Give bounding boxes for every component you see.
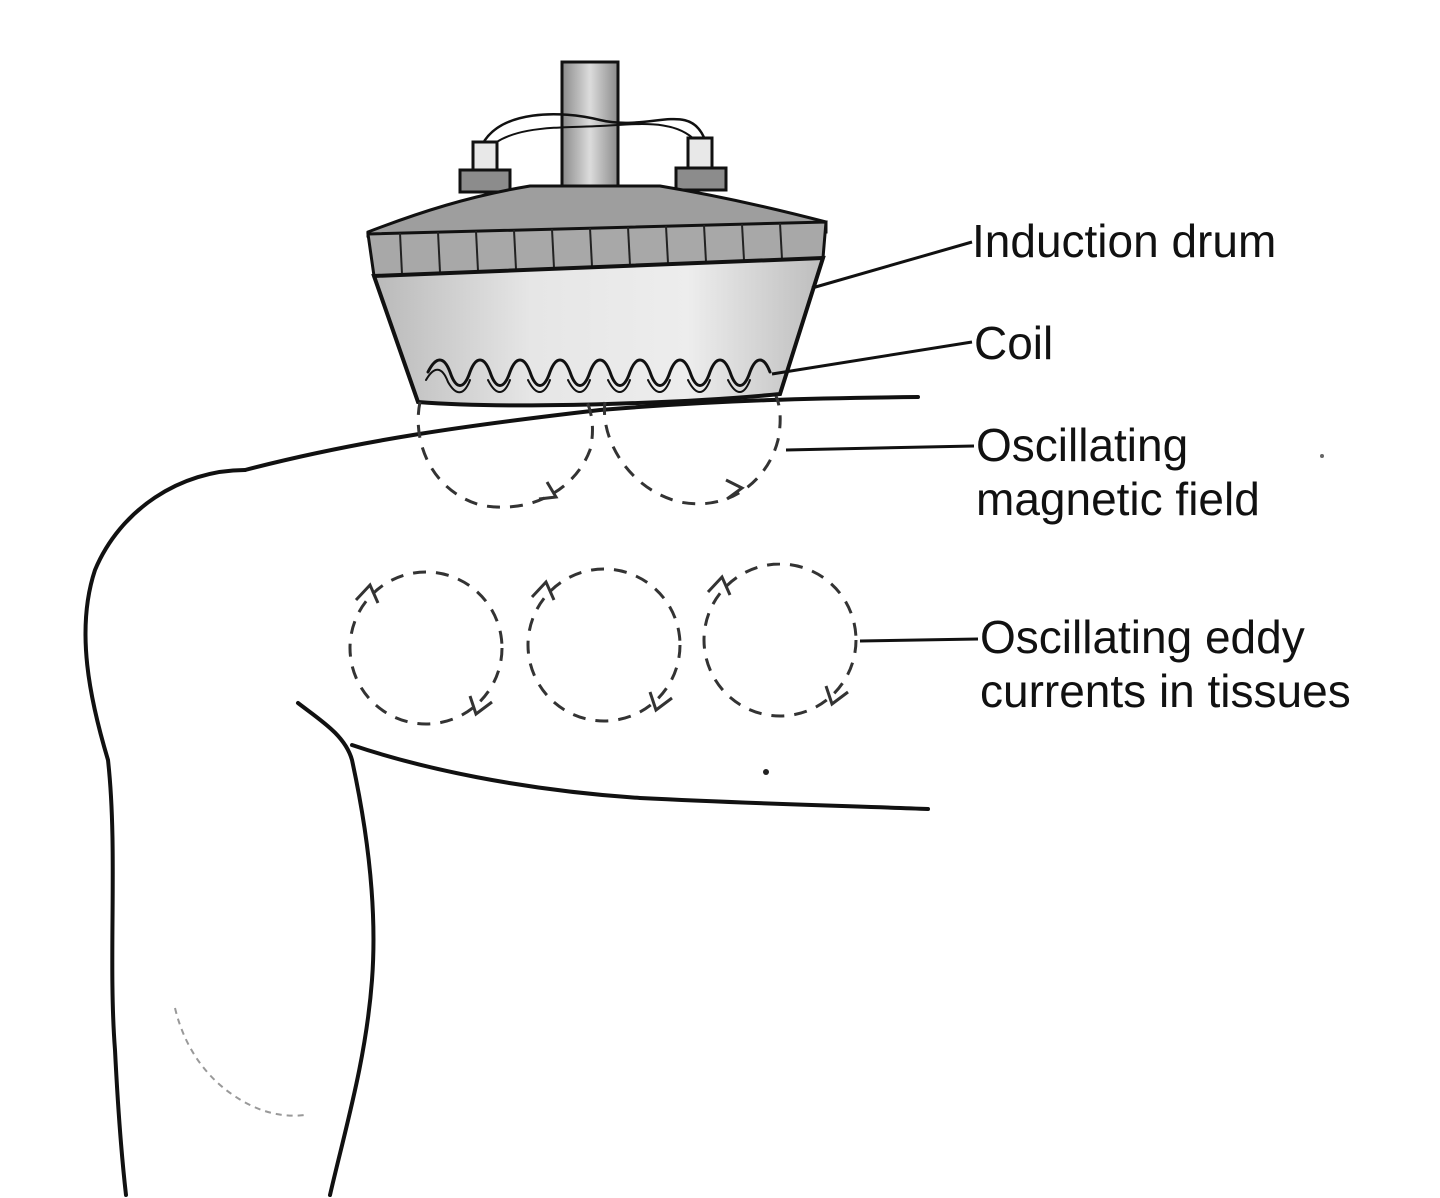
leader-induction-drum [811, 240, 973, 290]
field-loop-left [416, 397, 594, 509]
drum-body [371, 255, 826, 408]
speck [763, 769, 769, 775]
speck [1320, 454, 1324, 458]
label-eddy-line2: currents in tissues [980, 665, 1351, 717]
leader-coil [771, 340, 973, 376]
eddy-loop-1 [348, 570, 504, 726]
leader-magnetic-field [785, 444, 975, 452]
label-coil: Coil [974, 317, 1054, 369]
induction-drum [366, 60, 828, 408]
eddy-current-loops [348, 562, 858, 726]
field-arrow-right [725, 478, 745, 501]
field-loop-right [602, 395, 782, 506]
coil [426, 358, 772, 387]
field-arrow-left [538, 481, 559, 501]
eddy-loop-2 [526, 567, 682, 723]
arm-outline [83, 395, 930, 1197]
eddy-loop-3 [702, 562, 858, 718]
magnetic-field-loops [416, 395, 782, 509]
label-eddy-line1: Oscillating eddy [980, 611, 1305, 663]
cable [480, 113, 707, 147]
leader-lines [771, 240, 979, 643]
label-magnetic-field-line1: Oscillating [976, 419, 1189, 471]
label-induction-drum: Induction drum [972, 215, 1277, 267]
label-magnetic-field-line2: magnetic field [976, 473, 1260, 525]
leader-eddy-currents [859, 637, 979, 643]
